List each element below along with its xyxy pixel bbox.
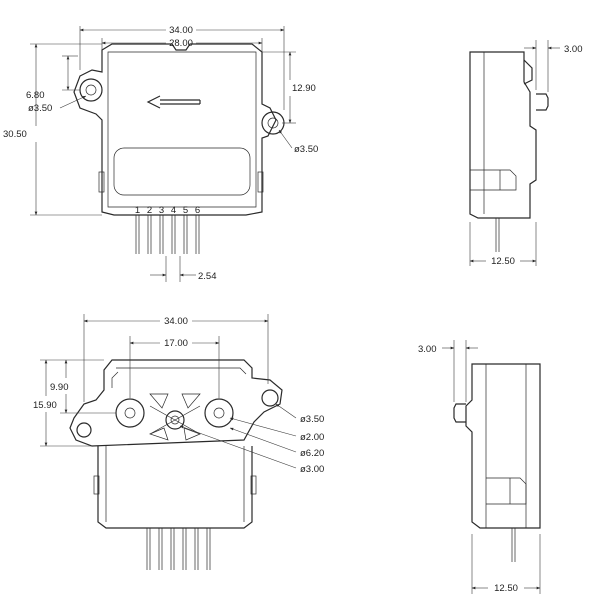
front-view: 1 2 3 4 5 6 34.00 28.00 30.50 6.80 ø3.50 <box>3 25 318 282</box>
pin-label-1: 1 <box>135 205 140 216</box>
front-pin-pitch: 2.54 <box>198 271 217 282</box>
side-top-protrusion: 3.00 <box>564 44 583 55</box>
front-hole-offset: 6.80 <box>26 90 45 101</box>
front-body-width: 28.00 <box>169 38 193 49</box>
front-overall-width: 34.00 <box>169 25 193 36</box>
bottom-port-spacing: 17.00 <box>164 338 188 349</box>
flow-arrow-icon <box>146 95 201 109</box>
front-hole-right: ø3.50 <box>294 144 318 155</box>
bottom-callout-2: ø2.00 <box>300 432 324 443</box>
bottom-right-hole <box>261 389 279 407</box>
side-view-top: 12.50 3.00 <box>469 40 583 267</box>
bottom-overall-width: 34.00 <box>164 316 188 327</box>
side-bottom-protrusion: 3.00 <box>418 344 437 355</box>
pin-label-4: 4 <box>171 205 176 216</box>
bottom-height-b: 15.90 <box>33 400 57 411</box>
bottom-callout-4: ø3.00 <box>300 464 324 475</box>
pin-label-3: 3 <box>159 205 164 216</box>
front-pins <box>135 215 200 254</box>
front-overall-height: 30.50 <box>3 129 27 140</box>
bottom-pins <box>146 528 211 570</box>
pin-label-6: 6 <box>195 205 200 216</box>
front-left-hole <box>79 78 103 102</box>
bottom-height-a: 9.90 <box>50 382 69 393</box>
bottom-view: 34.00 17.00 9.90 15.90 ø3.50 ø2.00 ø6.20… <box>33 314 324 570</box>
front-hole-left: ø3.50 <box>28 103 52 114</box>
pin-label-2: 2 <box>147 205 152 216</box>
bottom-callout-3: ø6.20 <box>300 448 324 459</box>
side-bottom-depth: 12.50 <box>494 583 518 594</box>
bottom-left-hole <box>76 422 92 438</box>
front-right-hole-height: 12.90 <box>292 83 316 94</box>
side-view-bottom: 3.00 12.50 <box>418 340 541 594</box>
side-top-depth: 12.50 <box>491 256 515 267</box>
bottom-port-left <box>115 398 145 428</box>
pin-label-5: 5 <box>183 205 188 216</box>
bottom-port-right <box>204 398 234 428</box>
bottom-callout-1: ø3.50 <box>300 414 324 425</box>
